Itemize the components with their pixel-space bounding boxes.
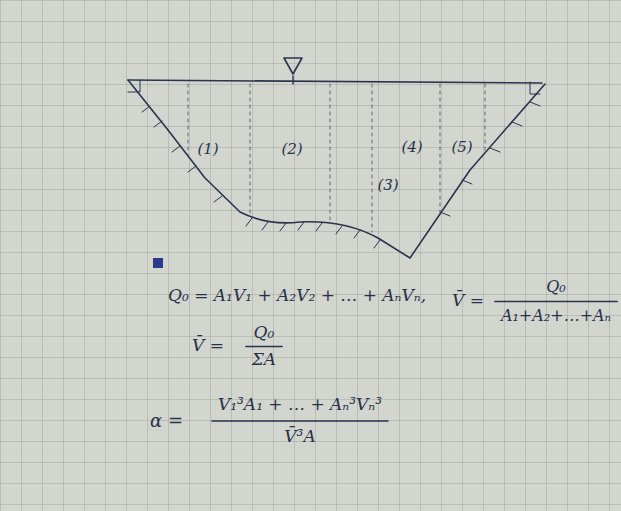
fraction-denominator: ΣA xyxy=(252,350,276,370)
fraction-denominator: A₁+A₂+…+Aₙ xyxy=(501,307,611,325)
section-number: (5) xyxy=(451,139,472,156)
corner-mark xyxy=(530,82,540,94)
discharge-equation: Q₀ = A₁V₁ + A₂V₂ + … + AₙVₙ, xyxy=(168,286,426,306)
bullet-mark xyxy=(153,258,163,268)
water-level-tick xyxy=(292,76,293,84)
fraction-numerator: Q₀ xyxy=(254,323,275,343)
channel-bed xyxy=(128,80,545,258)
equation-left-side: V̄ = xyxy=(452,291,484,311)
section-number: (1) xyxy=(197,141,218,158)
fraction-bar xyxy=(246,346,282,348)
fraction-numerator: V₁³A₁ + … + Aₙ³Vₙ³ xyxy=(218,395,382,415)
section-number: (4) xyxy=(401,139,422,156)
bed-hatching xyxy=(142,102,540,248)
water-level-symbol xyxy=(284,58,302,74)
corner-mark xyxy=(128,80,140,92)
fraction-bar xyxy=(212,420,388,422)
section-number: (2) xyxy=(281,141,302,158)
fraction-bar xyxy=(495,301,617,303)
water-surface xyxy=(128,80,542,83)
section-number: (3) xyxy=(377,177,398,194)
fraction-numerator: Q₀ xyxy=(546,278,566,296)
equation-left-side: α = xyxy=(150,411,183,432)
subdivision-lines xyxy=(188,84,485,232)
equation-left-side: V̄ = xyxy=(192,336,224,356)
fraction-denominator: V̄³A xyxy=(284,427,315,447)
